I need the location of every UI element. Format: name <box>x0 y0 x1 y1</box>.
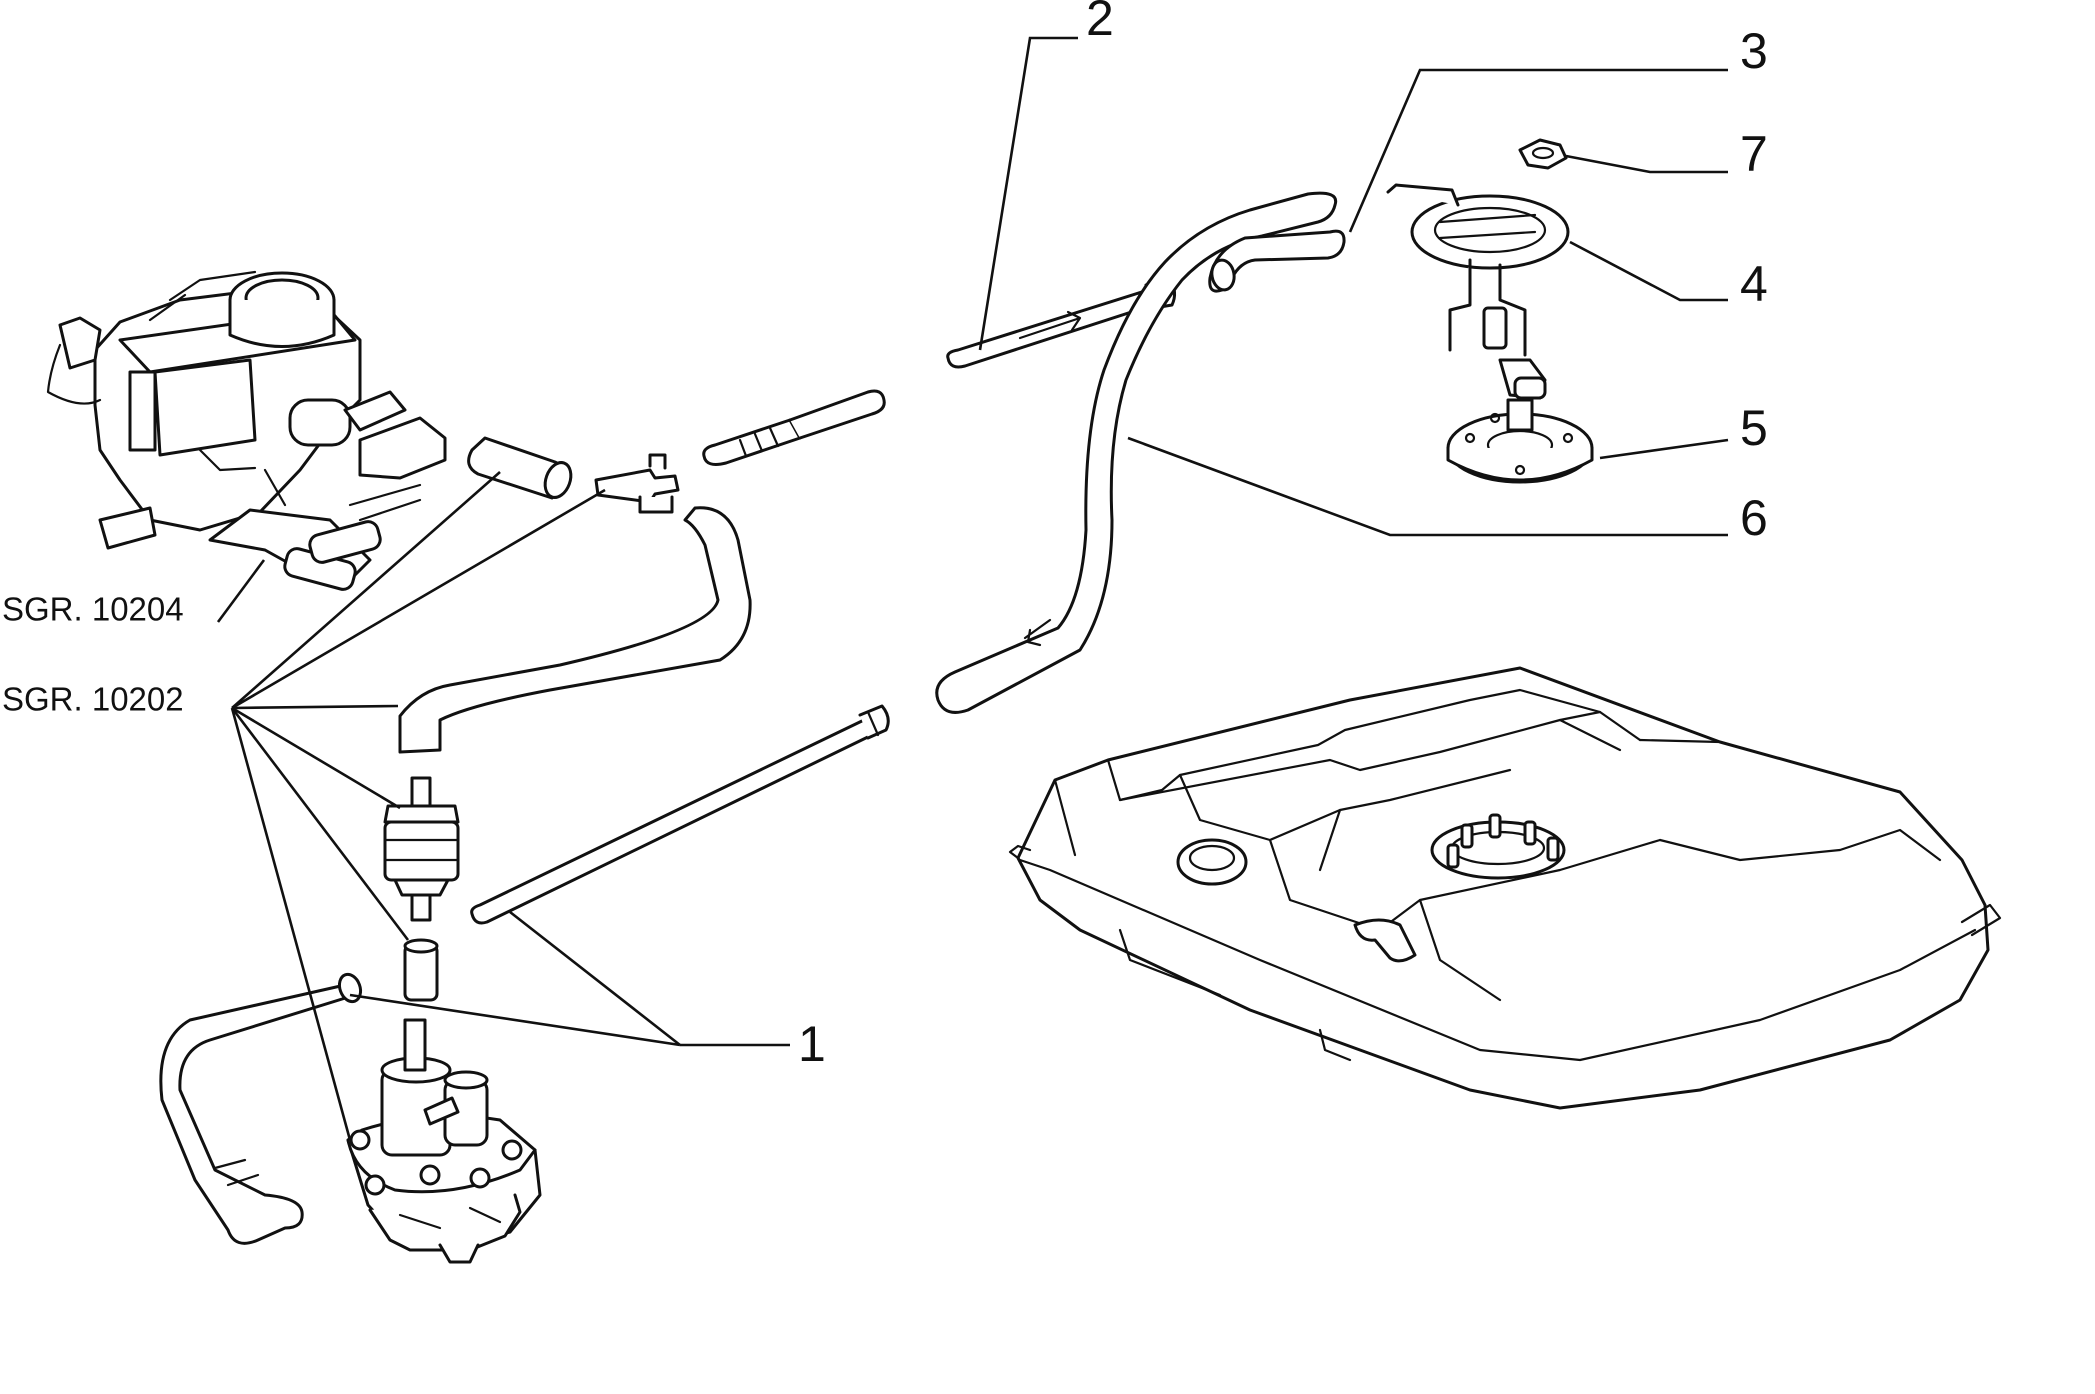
short-bent-hose <box>1208 229 1346 293</box>
filter-tube <box>702 389 886 466</box>
fuel-pump <box>346 1018 542 1264</box>
reference-labels: SGR. 10204 SGR. 10202 <box>2 591 184 718</box>
callout-2: 2 <box>1086 0 1114 46</box>
large-s-hose <box>935 191 1338 714</box>
short-hose-connector <box>467 436 573 500</box>
callout-3: 3 <box>1740 23 1768 79</box>
callout-4: 4 <box>1740 256 1768 312</box>
pump-inlet-hose <box>159 972 363 1245</box>
fuel-level-sender <box>1386 183 1570 400</box>
callout-5: 5 <box>1740 400 1768 456</box>
short-sleeve <box>403 938 439 1002</box>
inline-fuel-filter <box>383 776 460 922</box>
rigid-fuel-pipe <box>470 704 890 925</box>
leader-lines <box>216 36 1729 1141</box>
callout-6: 6 <box>1740 490 1768 546</box>
nut <box>1518 138 1568 170</box>
t-piece-connector <box>594 453 680 514</box>
reference-sgr-10202: SGR. 10202 <box>2 681 184 718</box>
callout-7: 7 <box>1740 126 1768 182</box>
callout-1: 1 <box>798 1016 826 1072</box>
callout-labels: 1 2 3 7 4 5 6 <box>798 0 1768 1072</box>
mounting-flange <box>1446 398 1594 484</box>
carburetor-assembly <box>46 270 447 591</box>
fuel-tank <box>1008 666 2002 1110</box>
reference-sgr-10204: SGR. 10204 <box>2 591 184 628</box>
return-hose-curve <box>398 506 752 754</box>
